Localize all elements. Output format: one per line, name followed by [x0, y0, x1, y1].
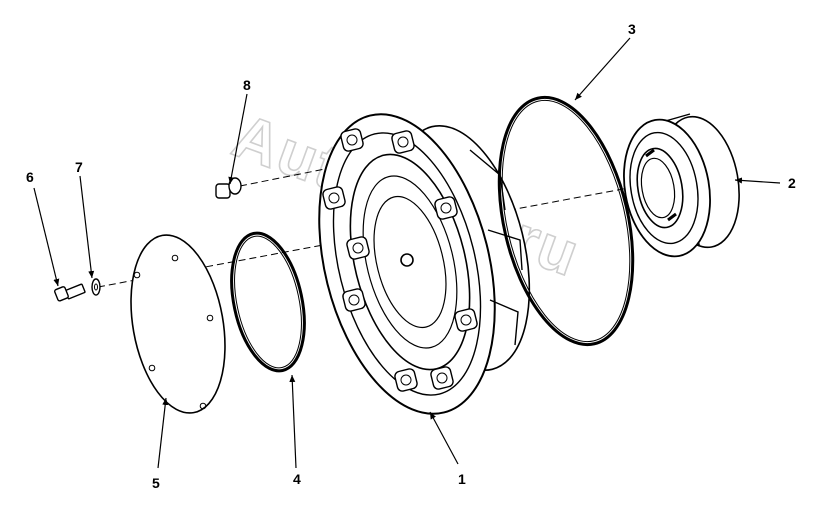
plug-part — [215, 177, 242, 199]
leader-lines — [33, 37, 781, 469]
bolt-part — [54, 283, 86, 302]
callout-6: 6 — [26, 169, 34, 185]
callout-1: 1 — [458, 471, 466, 487]
large-o-ring-part — [497, 95, 635, 347]
cover-plate-part — [130, 234, 226, 414]
callout-4: 4 — [293, 471, 301, 487]
callout-2: 2 — [788, 175, 796, 191]
bearing-part — [623, 113, 740, 258]
gasket-ring-part — [230, 231, 306, 373]
callout-3: 3 — [628, 21, 636, 37]
washer-part — [91, 278, 101, 296]
callout-5: 5 — [152, 475, 160, 491]
callout-7: 7 — [75, 159, 83, 175]
hub-housing-part — [318, 113, 531, 415]
callout-8: 8 — [243, 77, 251, 93]
callout-labels: 1 2 3 4 5 6 7 8 — [26, 21, 796, 491]
